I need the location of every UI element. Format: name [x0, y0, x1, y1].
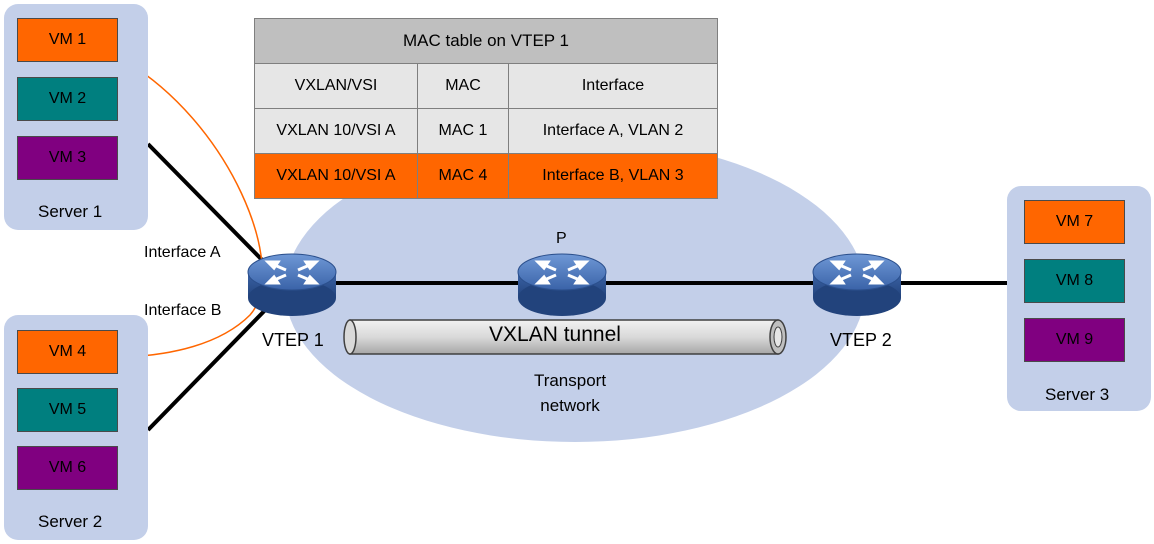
mac-table-title: MAC table on VTEP 1	[254, 18, 718, 64]
table-row: VXLAN 10/VSI A MAC 1 Interface A, VLAN 2	[254, 108, 718, 154]
vxlan-tunnel-label: VXLAN tunnel	[489, 323, 621, 346]
link-server1-vtep1	[146, 142, 272, 270]
mac-table-header-vxlan: VXLAN/VSI	[254, 63, 418, 109]
mac-table-cell: Interface B, VLAN 3	[508, 153, 718, 199]
mac-table-cell: MAC 1	[417, 108, 509, 154]
transport-network-label-line1: Transport	[533, 371, 607, 390]
link-server2-vtep1	[146, 298, 277, 432]
vtep2-switch-icon	[812, 253, 902, 316]
server-2-label: Server 2	[38, 512, 103, 531]
vm-5[interactable]: VM 5	[17, 388, 118, 432]
vm-7[interactable]: VM 7	[1024, 200, 1125, 244]
vm-4[interactable]: VM 4	[17, 330, 118, 374]
vm-2[interactable]: VM 2	[17, 77, 118, 121]
mac-table-cell: VXLAN 10/VSI A	[254, 153, 418, 199]
p-router-icon	[517, 253, 607, 316]
mac-table-header-mac: MAC	[417, 63, 509, 109]
mac-table-cell: MAC 4	[417, 153, 509, 199]
vm-1[interactable]: VM 1	[17, 18, 118, 62]
server-1-label: Server 1	[38, 202, 103, 221]
vm-6[interactable]: VM 6	[17, 446, 118, 490]
mac-table-header-interface: Interface	[508, 63, 718, 109]
transport-network-label-line2: network	[540, 396, 600, 415]
p-label: P	[556, 230, 567, 247]
interface-b-label: Interface B	[144, 302, 222, 319]
table-row: VXLAN 10/VSI A MAC 4 Interface B, VLAN 3	[254, 153, 718, 199]
interface-a-label: Interface A	[144, 244, 221, 261]
vm-3[interactable]: VM 3	[17, 136, 118, 180]
vm-8[interactable]: VM 8	[1024, 259, 1125, 303]
mac-table-cell: VXLAN 10/VSI A	[254, 108, 418, 154]
mac-table-cell: Interface A, VLAN 2	[508, 108, 718, 154]
server-3-label: Server 3	[1045, 385, 1110, 404]
vtep2-label: VTEP 2	[830, 330, 892, 350]
mac-table: MAC table on VTEP 1 VXLAN/VSI MAC Interf…	[254, 18, 718, 199]
vtep1-label: VTEP 1	[262, 330, 324, 350]
vm-9[interactable]: VM 9	[1024, 318, 1125, 362]
vtep1-switch-icon	[247, 253, 337, 316]
vxlan-tunnel	[343, 319, 787, 355]
